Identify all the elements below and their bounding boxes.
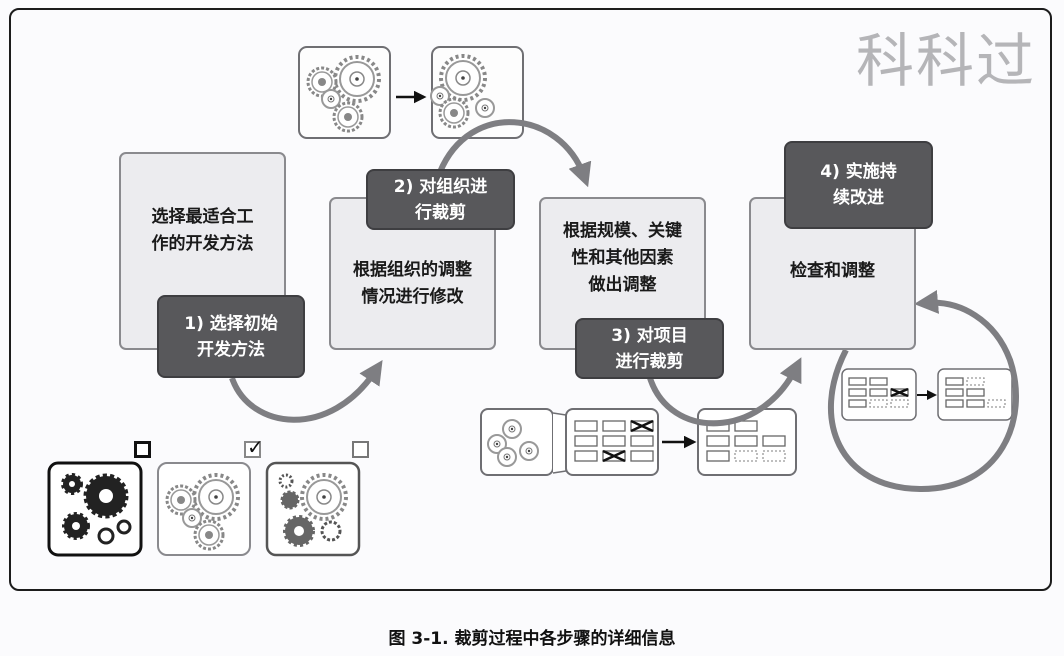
method-option-dark[interactable] [47, 461, 143, 557]
practice-cell [848, 388, 867, 397]
gear-icon [116, 519, 132, 535]
practice-cell [987, 399, 1006, 408]
gear-icon [278, 473, 294, 489]
practice-cell [848, 399, 867, 408]
practice-cell [602, 420, 626, 432]
flow-arrow-2-to-3 [437, 119, 592, 188]
step-4-tag: 4) 实施持 续改进 [784, 141, 933, 229]
practice-cell [734, 420, 758, 432]
practice-cell [869, 399, 888, 408]
practice-cell [574, 450, 598, 462]
method-option-mixed-checkbox[interactable] [352, 441, 369, 458]
practice-cell [762, 450, 786, 462]
gear-icon [280, 490, 300, 510]
gear-icon [300, 473, 348, 521]
gear-icon [193, 519, 225, 551]
figure-caption: 图 3-1. 裁剪过程中各步骤的详细信息 [388, 629, 676, 649]
practice-cell [966, 399, 985, 408]
step-3-label: 3) 对项目 进行裁剪 [611, 325, 688, 372]
step-1-tag: 1) 选择初始 开发方法 [157, 295, 305, 378]
practice-cell [574, 435, 598, 447]
practice-cell [966, 388, 985, 397]
practice-cell [869, 388, 888, 397]
gear-icon [320, 520, 342, 542]
practice-cell [762, 435, 786, 447]
gear-icon [519, 441, 539, 461]
remove-x-icon [630, 419, 654, 433]
gear-icon [333, 55, 381, 103]
practice-cell [574, 420, 598, 432]
watermark: 科科过 [855, 27, 1036, 95]
practice-cell [966, 377, 985, 386]
practice-grid-before [574, 419, 654, 463]
gear-icon [438, 97, 470, 129]
practice-cell [945, 399, 964, 408]
remove-x-icon [602, 449, 626, 463]
gear-icon [497, 447, 517, 467]
gear-icon [475, 98, 495, 118]
remove-x-icon [890, 387, 909, 398]
gear-icon [502, 419, 522, 439]
checkmark-icon: ✓ [247, 435, 264, 459]
practice-cell [630, 435, 654, 447]
practice-cell [706, 435, 730, 447]
flow-arrow-1-to-2 [229, 359, 383, 423]
step-1-description: 选择最适合工 作的开发方法 [151, 207, 254, 254]
gear-icon [182, 508, 202, 528]
gear-icon [192, 473, 240, 521]
practice-cell [945, 377, 964, 386]
gear-icon [97, 527, 115, 545]
improvement-grid-after [945, 377, 1006, 408]
org-gears-after-panel [430, 46, 524, 139]
method-option-light[interactable] [157, 462, 251, 556]
practice-cell [630, 450, 654, 462]
org-gears-before-panel [298, 46, 391, 139]
step-2-label: 2) 对组织进 行裁剪 [393, 176, 488, 223]
gear-icon [321, 89, 341, 109]
practice-cell [869, 377, 888, 386]
step-4-label: 4) 实施持 续改进 [820, 162, 897, 208]
improvement-grid-before [848, 377, 909, 408]
practice-cell [734, 450, 758, 462]
practice-cell [848, 377, 867, 386]
practice-cell [945, 388, 964, 397]
step-2-tag: 2) 对组织进 行裁剪 [366, 169, 515, 230]
method-option-light-checkbox[interactable]: ✓ [244, 435, 264, 459]
method-option-dark-checkbox[interactable] [134, 441, 151, 458]
step-2-description: 根据组织的调整 情况进行修改 [353, 259, 472, 307]
practice-cell [706, 450, 730, 462]
practice-cell [734, 435, 758, 447]
method-option-mixed[interactable] [265, 461, 361, 557]
step-4-description: 检查和调整 [790, 261, 875, 281]
flow-arrow-3-to-4 [647, 357, 802, 427]
practice-cell [602, 435, 626, 447]
step-3-description: 根据规模、关键 性和其他因素 做出调整 [563, 221, 682, 295]
continuous-improvement-loop-arrow [828, 289, 1019, 493]
practice-cell [890, 399, 909, 408]
step-3-tag: 3) 对项目 进行裁剪 [575, 318, 724, 379]
step-1-label: 1) 选择初始 开发方法 [184, 313, 278, 360]
gear-icon [332, 101, 364, 133]
